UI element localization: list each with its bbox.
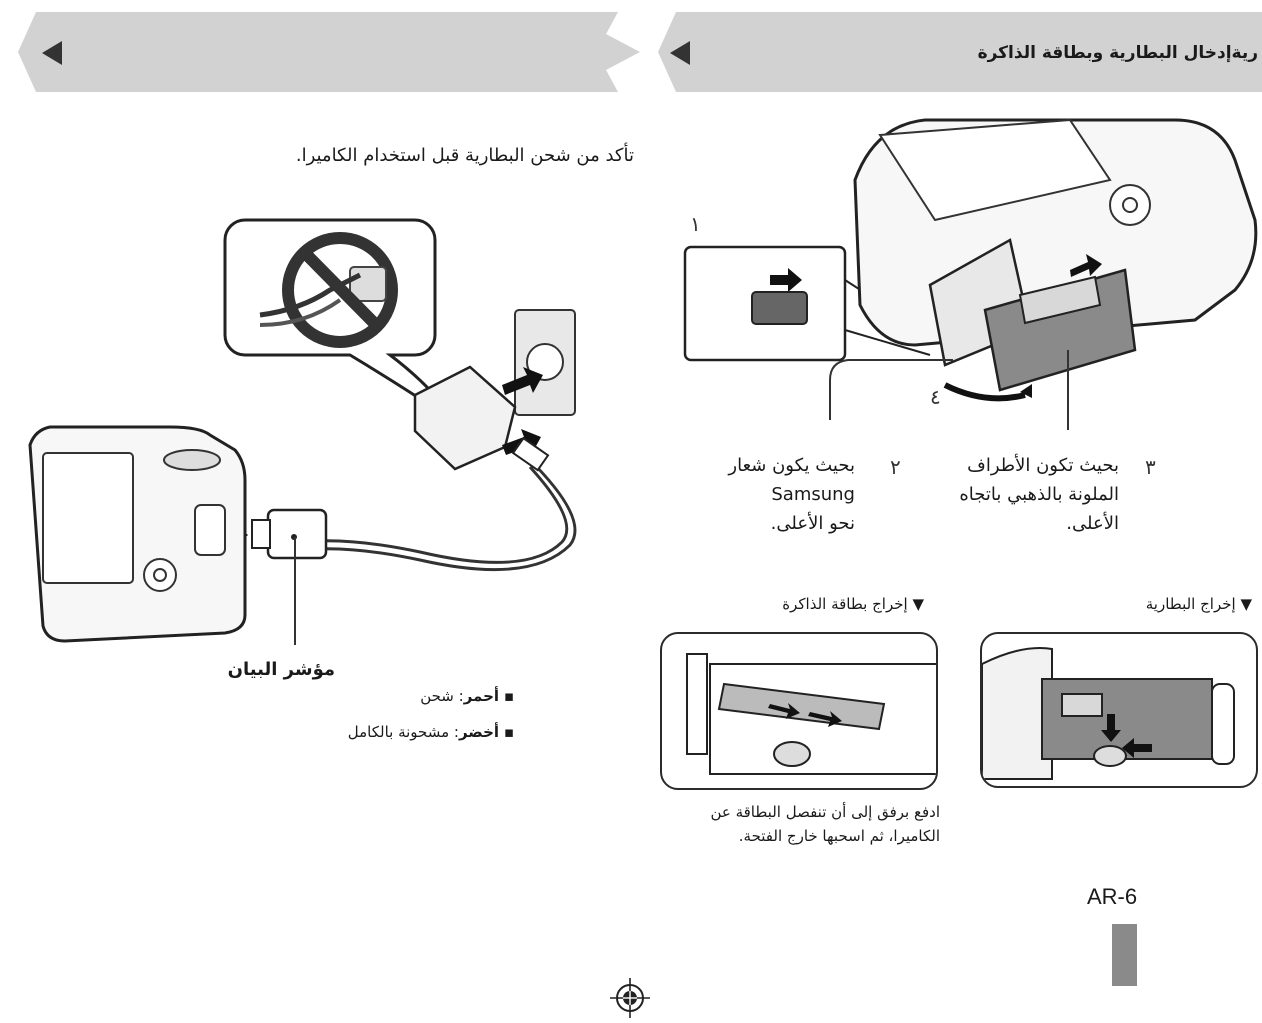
card-removal-note: ادفع برفق إلى أن تنفصل البطاقة عن الكامي… xyxy=(710,800,940,848)
step2-line: Samsung xyxy=(771,484,855,505)
arrow-right-icon xyxy=(770,268,802,292)
remove-battery-illustration xyxy=(980,632,1258,788)
step3-line: بحيث تكون الأطراف xyxy=(967,455,1119,476)
triangle-left-icon xyxy=(42,41,62,65)
charge-intro: تأكد من شحن البطارية قبل استخدام الكامير… xyxy=(295,145,634,166)
note-line: الكاميرا، ثم اسحبها خارج الفتحة. xyxy=(738,827,940,845)
indicator-item-red: ▪ أحمر: شحن xyxy=(420,684,514,708)
bullet: ▪ xyxy=(503,723,514,741)
arrow-up-icon xyxy=(1070,254,1102,277)
right-header-banner: ريةإدخال البطارية وبطاقة الذاكرة xyxy=(658,12,1262,92)
remove-battery-label: إخراج البطارية xyxy=(1145,595,1236,613)
step2-line: بحيث يكون شعار xyxy=(728,455,855,476)
triangle-left-icon xyxy=(670,41,690,65)
step-number: ١ xyxy=(690,212,701,236)
indicator-item-green: ▪ أخضر: مشحونة بالكامل xyxy=(348,720,514,744)
arrow-right-icon xyxy=(502,367,543,395)
charging-illustration xyxy=(28,218,577,645)
step3-line: الملونة بالذهبي باتجاه xyxy=(959,484,1119,505)
bullet: ▪ xyxy=(503,687,514,705)
indicator-term: أحمر xyxy=(463,687,500,705)
step2-line: نحو الأعلى. xyxy=(770,513,855,534)
step3-text: بحيث تكون الأطراف الملونة بالذهبي باتجاه… xyxy=(959,451,1119,538)
step-number: ٤ xyxy=(930,385,941,409)
step-number: ٣ xyxy=(1145,455,1156,479)
page-number: AR-6 xyxy=(1087,884,1138,909)
remove-card-illustration xyxy=(660,632,938,790)
indicator-term: أخضر xyxy=(458,723,500,741)
left-header-banner xyxy=(18,12,640,92)
note-line: ادفع برفق إلى أن تنفصل البطاقة عن xyxy=(710,803,940,821)
indicator-desc: : شحن xyxy=(420,687,464,705)
indicator-desc: : مشحونة بالكامل xyxy=(347,723,459,741)
no-plug-icon xyxy=(259,232,398,348)
step2-text: بحيث يكون شعار Samsung نحو الأعلى. xyxy=(728,451,855,538)
remove-battery-heading: ▼ إخراج البطارية xyxy=(1146,592,1252,616)
registration-mark-icon xyxy=(610,978,650,1018)
triangle-down-icon: ▼ xyxy=(1240,595,1252,613)
page-title: ريةإدخال البطارية وبطاقة الذاكرة xyxy=(977,43,1258,63)
step-number: ٢ xyxy=(890,455,901,479)
page-tab-bar xyxy=(1112,924,1137,986)
triangle-down-icon: ▼ xyxy=(912,595,924,613)
indicator-label: مؤشر البيان xyxy=(227,659,335,680)
step3-line: الأعلى. xyxy=(1066,513,1119,534)
remove-card-label: إخراج بطاقة الذاكرة xyxy=(782,595,908,613)
battery-insert-illustration xyxy=(683,118,1258,430)
remove-card-heading: ▼ إخراج بطاقة الذاكرة xyxy=(782,592,924,616)
